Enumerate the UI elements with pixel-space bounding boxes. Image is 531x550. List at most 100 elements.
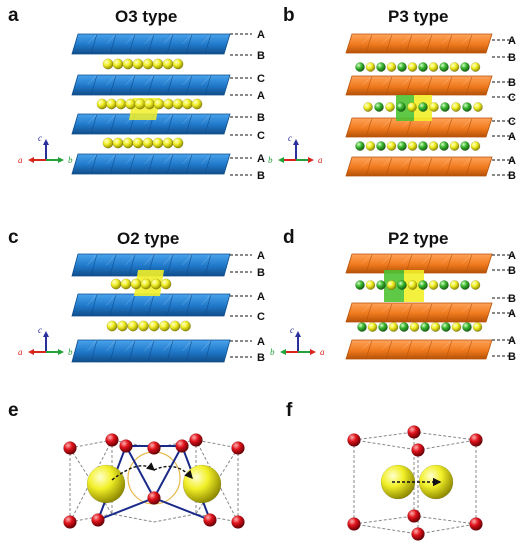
e-oxygen-ion (231, 441, 245, 455)
p3-slab-2-face (461, 117, 473, 128)
o3-na-ion (102, 137, 114, 149)
o3-slab-3-face (125, 153, 136, 165)
e-oxygen-ion (147, 491, 161, 505)
o3-slab-2-edge (90, 113, 98, 135)
p2-slab-0-edge (425, 253, 433, 274)
o3-na-ion (132, 137, 144, 149)
o2-slab-1-face (106, 293, 117, 306)
p3-slab-1-face (361, 75, 373, 86)
p2-slab-2-face (401, 339, 413, 350)
o2-stack-label: C (257, 311, 265, 323)
p2-stack-label: A (508, 335, 516, 347)
p3-slab-0 (345, 33, 493, 54)
p3-slab-3-edge (465, 156, 473, 177)
p3-slab-1-face (401, 75, 413, 86)
p3-na-ion (376, 62, 386, 72)
axis-right-arrow (310, 349, 316, 355)
f-oxygen-ion (469, 517, 483, 531)
p3-na-ion (440, 102, 450, 112)
o3-stack-label: C (257, 130, 265, 142)
o2-slab-0-face (201, 253, 212, 266)
p2-slab-1-edge (405, 302, 413, 323)
p2-slab-2-face (421, 339, 433, 350)
o2-na-ion (106, 320, 118, 332)
e-na-ion (182, 464, 222, 504)
p3-slab-0-face (441, 33, 453, 44)
o2-slab-2-edge (204, 339, 212, 363)
panel-e-migration-path (63, 433, 245, 529)
p3-slab-2-edge (365, 117, 373, 138)
axis-c-arrow (293, 139, 299, 145)
p3-slab-3-edge (445, 156, 453, 177)
p3-slab-0-edge (465, 33, 473, 54)
o2-stack-label: A (257, 250, 265, 262)
axis-left-arrow (278, 157, 284, 163)
p3-slab-1 (345, 75, 493, 96)
o2-slab-0-edge (128, 253, 136, 277)
o2-slab-2-face (125, 339, 136, 352)
p3-slab-1-edge (445, 75, 453, 96)
o3-na-ion (144, 98, 155, 110)
o2-slab-2-edge (185, 339, 193, 363)
p3-na-ion (460, 62, 470, 72)
axis-right-label: a (318, 155, 323, 165)
p3-slab-0-edge (425, 33, 433, 54)
f-oxygen-ion (347, 433, 361, 447)
p2-slab-2-edge (405, 339, 413, 360)
axis-c-arrow (295, 331, 301, 337)
axis-left-label: a (18, 155, 23, 165)
o2-slab-1-edge (128, 293, 136, 317)
p2-slab-0-edge (385, 253, 393, 274)
o3-stack-label: B (257, 170, 265, 182)
p3-na-ion (376, 141, 386, 151)
p2-na-ion (399, 322, 409, 332)
o3-slab-3-face (144, 153, 155, 165)
p3-slab-1-edge (385, 75, 393, 96)
p2-slab-1-face (421, 302, 433, 313)
o2-slab-0-face (106, 253, 117, 266)
axis-left-label: a (18, 347, 23, 357)
p2-slab-0-body (345, 253, 493, 274)
panel-c-letter: c (8, 227, 19, 248)
o2-na-ion (140, 278, 152, 290)
panel-d-title: P2 type (388, 229, 448, 248)
p2-na-ion (430, 322, 441, 332)
o3-slab-1-face (163, 74, 174, 86)
p2-na-ion (355, 280, 365, 290)
p3-na-ion (429, 102, 439, 112)
p3-slab-2-edge (385, 117, 393, 138)
o2-slab-1-edge (147, 293, 155, 317)
p2-na-ion (378, 322, 388, 332)
p2-na-ion (386, 280, 397, 290)
o2-na-ion (110, 278, 122, 290)
p2-slab-2 (345, 339, 493, 360)
o3-slab-2 (71, 113, 231, 135)
o3-slab-2-edge (204, 113, 212, 135)
p2-na-ion (472, 322, 483, 332)
p3-na-ion (439, 141, 449, 151)
o3-na-ion (122, 137, 134, 149)
o3-slab-2-face (87, 113, 98, 125)
p2-slab-1-face (361, 302, 373, 313)
o2-slab-1-edge (90, 293, 98, 317)
o3-na-ion (102, 58, 114, 70)
p3-na-ion (473, 102, 483, 112)
f-oxygen-ion (407, 509, 421, 523)
p3-slab-3-edge (425, 156, 433, 177)
o2-slab-2 (71, 339, 231, 363)
p2-na-ion (365, 280, 376, 290)
p2-slab-0-edge (365, 253, 373, 274)
o3-slab-2-face (201, 113, 212, 125)
o3-slab-1-edge (185, 74, 193, 96)
p2-na-ion (441, 322, 451, 332)
p2-na-ion (376, 280, 386, 290)
p2-slab-1-edge (425, 302, 433, 323)
o3-slab-1-edge (147, 74, 155, 96)
panel-f-letter: f (286, 400, 293, 421)
p2-slab-2-face (461, 339, 473, 350)
p3-na-ion (365, 141, 376, 151)
o3-stack-label: B (257, 112, 265, 124)
